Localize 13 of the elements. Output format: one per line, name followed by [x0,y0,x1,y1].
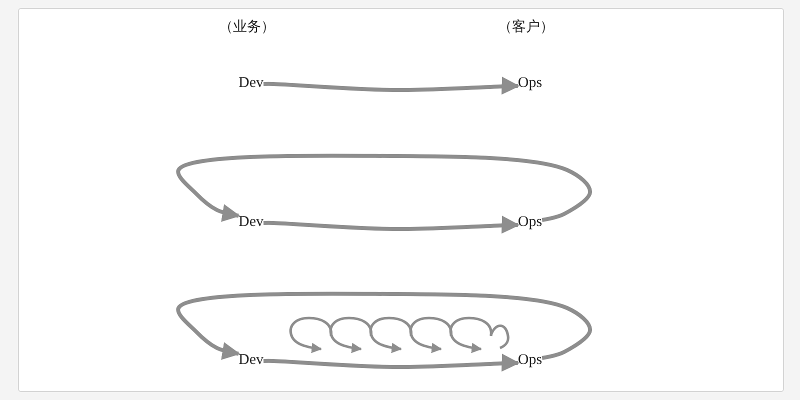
stage-label: Ops [518,214,542,230]
arrow [176,154,592,222]
stage-label: Dev [238,352,264,368]
arrow [263,354,520,372]
stage-label: Ops [518,74,542,92]
role-label: （客户） [498,18,554,36]
arrow [263,76,520,95]
arrow [176,292,592,360]
stage-label: Ops [518,352,542,368]
stage-label: Dev [238,74,264,92]
role-label: （业务） [219,18,275,36]
arrow [263,216,520,234]
stage-label: Dev [238,214,264,230]
